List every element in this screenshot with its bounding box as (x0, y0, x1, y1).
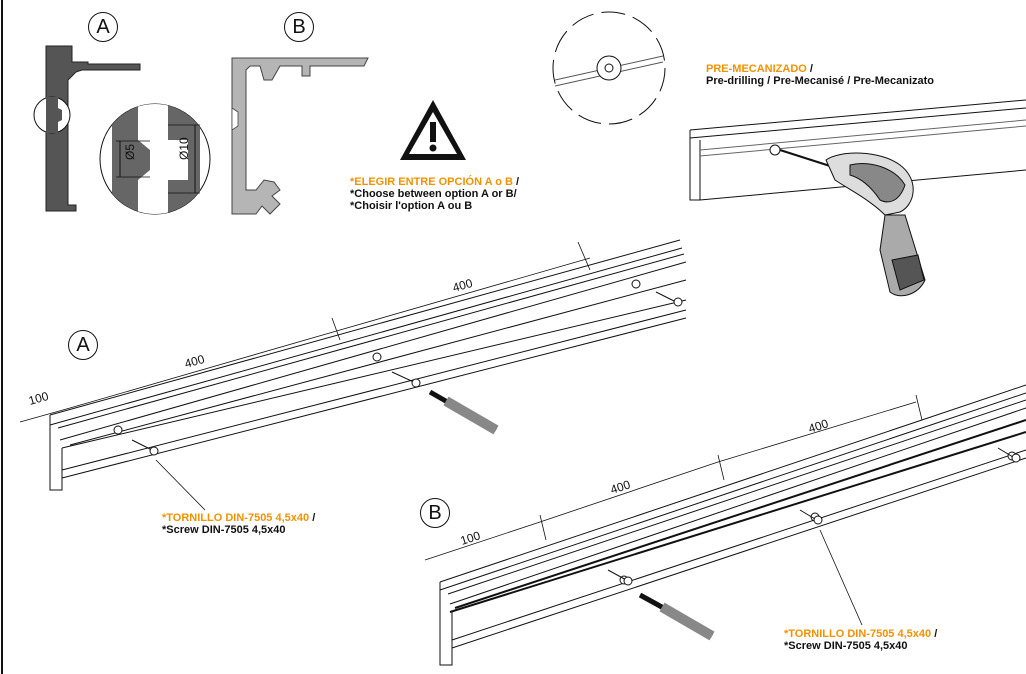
predrill-rail (689, 99, 1026, 201)
warning-line2-en: *Choose between option A or B/ (350, 188, 517, 200)
rail-a-dim-mid: 400 (183, 352, 206, 371)
profile-a-section (33, 45, 141, 212)
rail-b-dim-end: 100 (459, 528, 483, 548)
predrill-subtitle: Pre-drilling / Pre-Mecanisé / Pre-Mecani… (706, 75, 935, 87)
screw-a-note: *TORNILLO DIN-7505 4,5x40 / *Screw DIN-7… (162, 512, 315, 536)
option-a-badge: A (88, 12, 118, 42)
screw-b-title: *TORNILLO DIN-7505 4,5x40 (784, 628, 932, 640)
rail-a-dim-end: 100 (27, 389, 50, 408)
rail-b-dim-mid: 400 (609, 477, 633, 497)
drill-icon (779, 149, 926, 297)
countersink-detail: Ø5 Ø10 (99, 103, 211, 215)
rail-b-dim-far: 400 (807, 416, 831, 436)
screw-b-subtitle: *Screw DIN-7505 4,5x40 (784, 640, 908, 652)
warning-note: *ELEGIR ENTRE OPCIÓN A o B / *Choose bet… (350, 176, 519, 212)
warning-line3-fr: *Choisir l'option A ou B (350, 200, 473, 212)
option-b-badge: B (284, 12, 314, 42)
predrill-title: PRE-MECANIZADO (706, 63, 807, 75)
rail-a-dim-far: 400 (451, 276, 474, 295)
profile-b-section (231, 57, 369, 215)
screw-b-sep: / (931, 628, 938, 640)
rail-a-badge: A (68, 330, 98, 360)
screws-a (131, 291, 683, 511)
screw-a-sep: / (309, 512, 316, 524)
screws-b (607, 447, 1021, 641)
predrill-zoom (552, 11, 666, 125)
predrill-note: PRE-MECANIZADO / Pre-drilling / Pre-Meca… (706, 63, 934, 87)
screw-b-note: *TORNILLO DIN-7505 4,5x40 / *Screw DIN-7… (784, 628, 937, 652)
screw-a-subtitle: *Screw DIN-7505 4,5x40 (162, 524, 286, 536)
warning-triangle-icon (400, 100, 466, 160)
dim-large: Ø10 (177, 137, 191, 160)
warning-line1-es: *ELEGIR ENTRE OPCIÓN A o B (350, 176, 513, 188)
rail-b-badge: B (420, 498, 450, 528)
dim-small: Ø5 (123, 144, 137, 160)
predrill-title-sep: / (806, 63, 813, 75)
rail-a (19, 239, 687, 491)
warning-line1-sep: / (512, 176, 520, 188)
screw-a-title: *TORNILLO DIN-7505 4,5x40 (162, 512, 310, 524)
rail-b (424, 384, 1026, 666)
